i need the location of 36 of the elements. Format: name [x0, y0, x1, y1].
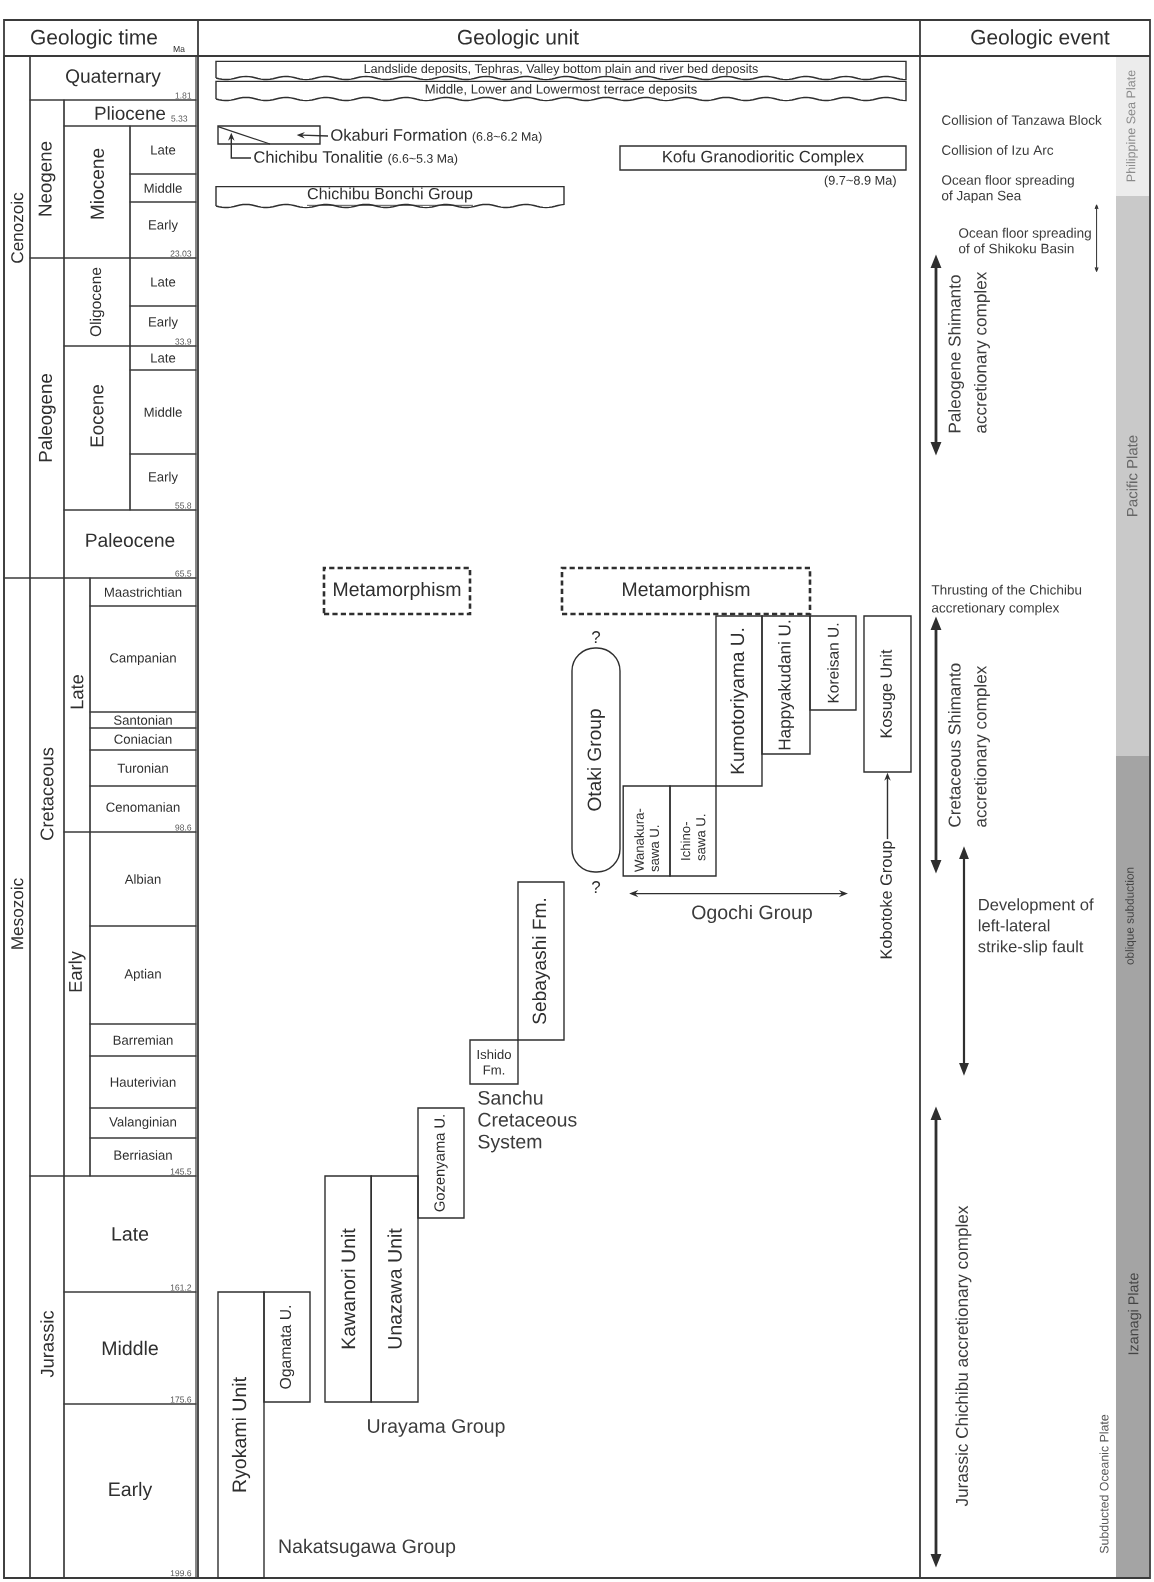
table-cell: Eocene — [63, 345, 131, 511]
unit-box: Sebayashi Fm. — [517, 881, 565, 1041]
column-header: Geologic unit — [458, 29, 579, 49]
column-header: Geologic event — [971, 29, 1110, 49]
dashed-box: Metamorphism — [322, 566, 472, 616]
unit-box: Kumotoriyama U. — [715, 615, 763, 787]
question-mark: ? — [591, 631, 601, 643]
table-cell: Early — [63, 831, 91, 1177]
event-label: Jurassic Chichibu accretionary complex — [955, 1205, 972, 1507]
rounded-box: Otaki Group — [571, 647, 621, 873]
unit-box: Unazawa Unit — [370, 1175, 419, 1403]
unit-box: Kofu Granodioritic Complex — [619, 145, 907, 171]
split-box — [217, 125, 321, 145]
dashed-box: Metamorphism — [560, 566, 812, 616]
group-label: Urayama Group — [368, 1419, 505, 1437]
table-cell: Neogene — [29, 99, 65, 259]
unit-label: Kobotoke Group — [879, 841, 896, 959]
event-label: Paleogene Shimanto accretionary complex — [948, 271, 990, 433]
event-label: Development of left-lateral strike-slip fault — [978, 898, 1094, 956]
group-label: Sanchu Cretaceous System — [478, 1090, 577, 1153]
table-cell: Cenozoic — [3, 55, 31, 579]
column-header: Geologic time — [31, 29, 157, 49]
group-label: Ogochi Group — [692, 904, 812, 924]
unit-box: Kawanori Unit — [324, 1175, 372, 1403]
deposit-box: Chichibu Bonchi Group — [215, 185, 565, 209]
unit-box: Kosuge Unit — [863, 615, 912, 773]
unit-box: Ryokami Unit — [217, 1291, 265, 1579]
question-mark: ? — [591, 881, 601, 893]
table-cell: Miocene — [63, 125, 131, 259]
table-cell: Mesozoic — [3, 577, 31, 1579]
table-cell: Jurassic — [29, 1175, 65, 1579]
unit-box: Happyakudani U. — [761, 615, 811, 755]
table-cell: Paleogene — [29, 257, 65, 579]
event-label: Cretaceous Shimanto accretionary complex — [948, 663, 990, 827]
table-cell: Cretaceous — [29, 577, 65, 1177]
table-cell: Late — [63, 577, 91, 833]
